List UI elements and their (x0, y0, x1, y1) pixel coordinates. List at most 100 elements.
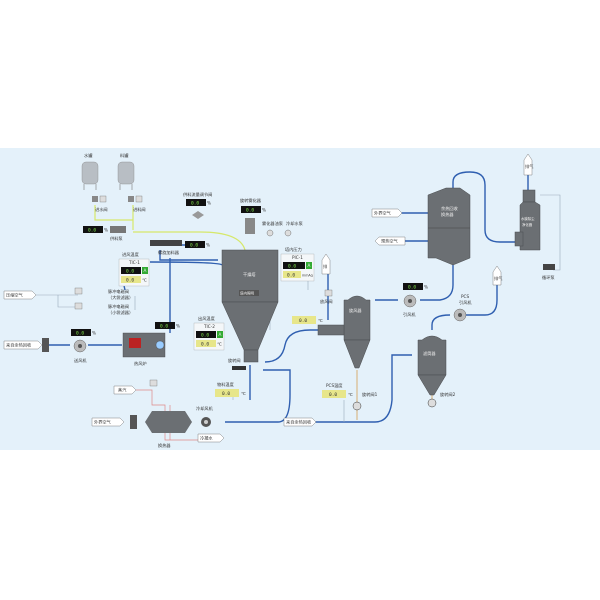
vent-valve[interactable]: 放风阀 (320, 289, 333, 305)
outside-air-inlet-2: 外界空气 (371, 208, 403, 218)
rotary-valve-2[interactable]: 旋转阀2 (427, 391, 456, 408)
compressed-air-inlet: 压缩空气 (3, 290, 37, 300)
svg-text:旋转阀: 旋转阀 (228, 357, 241, 364)
svg-text:旋转阀2: 旋转阀2 (440, 391, 456, 398)
svg-text:外界空气: 外界空气 (94, 419, 112, 426)
svg-text:预热空气: 预热空气 (381, 238, 399, 245)
svg-text:供料泵: 供料泵 (110, 235, 123, 242)
svg-text:塔内照明: 塔内照明 (240, 291, 254, 296)
svg-text:出风温度: 出风温度 (198, 315, 216, 322)
svg-text:%: % (207, 201, 211, 206)
from-recovery-inlet-1: 来自余热回收 (3, 338, 49, 352)
svg-text:供料流量调节阀: 供料流量调节阀 (183, 191, 212, 198)
svg-text:PIC-1: PIC-1 (292, 255, 303, 260)
pcs-temp-readout: PCS温度 0.0 ℃ (322, 382, 353, 398)
svg-text:雾化器油泵: 雾化器油泵 (262, 220, 283, 227)
svg-text:%: % (176, 324, 180, 329)
svg-text:℃: ℃ (142, 278, 147, 283)
svg-text:冷凝水: 冷凝水 (200, 435, 213, 442)
svg-text:%: % (92, 331, 96, 336)
outside-air-inlet-1: 外界空气 (91, 415, 137, 429)
svg-text:℃: ℃ (217, 342, 222, 347)
svg-text:排气: 排气 (494, 275, 503, 282)
svg-text:0.0: 0.0 (222, 391, 230, 397)
circulation-pump[interactable]: 循环泵 (542, 264, 555, 281)
svg-text:物料温度: 物料温度 (217, 381, 235, 388)
svg-text:A: A (308, 263, 311, 268)
svg-text:冷却风机: 冷却风机 (196, 405, 214, 412)
svg-text:脉冲电磁阀: 脉冲电磁阀 (108, 303, 129, 310)
svg-text:热风炉: 热风炉 (134, 360, 147, 367)
svg-text:mmAq: mmAq (302, 274, 313, 278)
svg-text:滤筒器: 滤筒器 (423, 350, 436, 357)
blower[interactable]: 0.0 % 送风机 (71, 329, 96, 364)
inlet-temp-controller[interactable]: 进风温度 TIC-1 0.0 A 0.0 ℃ (118, 251, 150, 287)
svg-text:A: A (219, 332, 222, 337)
tower-pressure-controller[interactable]: 塔内压力 PIC-1 0.0 A 0.0 mmAq (280, 246, 315, 282)
dryer-tower: 干燥塔 塔内照明 (221, 249, 279, 363)
svg-text:引风机: 引风机 (459, 299, 472, 306)
condensate-outlet: 冷凝水 (197, 433, 225, 443)
svg-text:脉冲电磁阀: 脉冲电磁阀 (108, 288, 129, 295)
rotary-valve-1[interactable]: 旋转阀1 (352, 391, 378, 411)
svg-text:℃: ℃ (318, 318, 323, 323)
svg-text:进风温度: 进风温度 (122, 251, 140, 258)
svg-text:换热器: 换热器 (158, 442, 171, 449)
exhaust-vent: 排 (321, 253, 331, 275)
rotary-valve[interactable]: 旋转阀 (228, 357, 246, 370)
screw-feeder[interactable]: 螺旋加料器 0.0 % (150, 240, 210, 256)
svg-text:℃: ℃ (348, 392, 353, 397)
from-recovery-inlet-2: 来自余热回收 (283, 417, 317, 427)
hot-air-furnace[interactable]: 0.0 % 热风炉 (122, 322, 180, 367)
svg-text:0.0: 0.0 (246, 208, 254, 214)
material-inlet-valve[interactable]: 进料阀 (128, 195, 146, 213)
svg-text:A: A (144, 268, 147, 273)
svg-text:排气: 排气 (525, 163, 534, 170)
svg-text:TIC-1: TIC-1 (128, 260, 140, 265)
outlet-temp-controller[interactable]: 出风温度 TIC-2 0.0 A 0.0 ℃ (193, 315, 225, 351)
svg-text:TIC-2: TIC-2 (203, 324, 215, 329)
filter-unit: 滤筒器 (417, 335, 447, 396)
svg-text:外界空气: 外界空气 (374, 210, 392, 217)
feed-flow-valve[interactable]: 供料流量调节阀 0.0 % (183, 191, 212, 219)
pcs-induced-fan[interactable]: PCS 引风机 (453, 294, 472, 322)
svg-text:0.0: 0.0 (126, 278, 134, 284)
svg-text:螺旋加料器: 螺旋加料器 (158, 249, 180, 256)
pulse-valve-large[interactable]: 脉冲电磁阀 （大袋滤器） (74, 287, 133, 301)
svg-text:%: % (104, 228, 108, 233)
water-inlet-valve[interactable]: 进水阀 (92, 195, 108, 213)
svg-text:0.0: 0.0 (76, 331, 84, 337)
material-tank: 料罐 (117, 152, 135, 190)
svg-text:余热回收: 余热回收 (441, 205, 459, 212)
svg-text:%: % (262, 208, 266, 213)
svg-text:送风机: 送风机 (74, 357, 87, 364)
cooling-fan[interactable]: 冷却风机 (196, 405, 214, 427)
recovery-heat-exchanger: 余热回收 换热器 (427, 187, 471, 266)
svg-text:料罐: 料罐 (120, 152, 129, 159)
material-temp-readout: 物料温度 0.0 ℃ (215, 381, 246, 397)
svg-text:0.0: 0.0 (201, 333, 209, 339)
svg-text:旋风器: 旋风器 (349, 307, 362, 314)
svg-text:%: % (424, 285, 428, 290)
wet-scrubber: 水膜除尘 净化器 (514, 189, 541, 251)
svg-text:PCS温度: PCS温度 (326, 382, 343, 389)
svg-text:排: 排 (323, 263, 328, 270)
cyclone-temp-readout: 0.0 ℃ (292, 316, 323, 324)
steam-inlet: 蒸汽 (113, 379, 158, 395)
svg-text:（大袋滤器）: （大袋滤器） (108, 294, 133, 301)
diagram-background (0, 148, 600, 450)
atomizer[interactable]: 旋转雾化器 0.0 % 雾化器油泵 冷却水泵 (240, 197, 303, 237)
svg-text:0.0: 0.0 (201, 342, 209, 348)
feed-pump[interactable]: 0.0 % 供料泵 (83, 226, 126, 242)
water-tank: 水罐 (81, 152, 99, 190)
svg-text:旋转阀1: 旋转阀1 (362, 391, 378, 398)
svg-text:净化器: 净化器 (522, 222, 533, 227)
svg-text:PCS: PCS (461, 294, 469, 299)
svg-text:干燥塔: 干燥塔 (243, 271, 256, 278)
svg-text:0.0: 0.0 (408, 285, 416, 291)
pulse-valve-small[interactable]: 脉冲电磁阀 （小袋滤器） (74, 302, 133, 316)
induced-fan[interactable]: 0.0 % 引风机 (403, 283, 428, 318)
svg-text:旋转雾化器: 旋转雾化器 (240, 197, 262, 204)
preheated-air-outlet: 预热空气 (374, 236, 406, 246)
